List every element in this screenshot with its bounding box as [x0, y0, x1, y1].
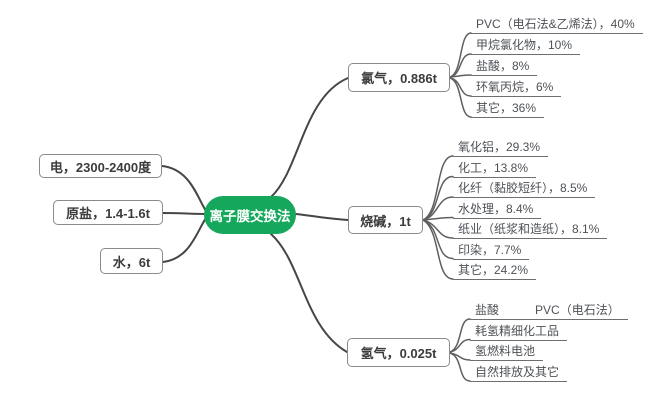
node-chlorine-label: 氯气，0.886t: [361, 71, 437, 86]
leaf-label: 自然排放及其它: [475, 365, 560, 379]
node-hydrogen-label: 氢气，0.025t: [360, 346, 437, 361]
leaf-label: 其它，24.2%: [458, 263, 529, 277]
leaf-hydrochloric-acid-pct[interactable]: 盐酸，8%: [471, 58, 538, 76]
node-caustic-soda-label: 烧碱，1t: [360, 213, 411, 229]
leaf-chemical-industry[interactable]: 化工，13.8%: [453, 160, 537, 178]
leaf-label: 印染，7.7%: [458, 242, 522, 257]
leaf-water-treatment[interactable]: 水处理，8.4%: [453, 201, 542, 219]
node-root-label: 离子膜交换法: [209, 209, 291, 224]
leaf-chemical-fiber[interactable]: 化纤（黏胶短纤），8.5%: [453, 180, 596, 198]
leaf-label: 纸业（纸浆和造纸），8.1%: [458, 222, 600, 236]
leaf-hydrochloric-acid[interactable]: 盐酸 PVC（电石法）: [470, 302, 628, 320]
leaf-label: 耗氢精细化工品: [475, 323, 560, 338]
node-raw-salt[interactable]: 原盐，1.4-1.6t: [53, 200, 163, 225]
leaf-label: 氧化铝，29.3%: [458, 140, 541, 154]
node-electricity[interactable]: 电，2300-2400度: [39, 154, 162, 178]
leaf-natural-emission-others[interactable]: 自然排放及其它: [470, 364, 568, 382]
node-caustic-soda[interactable]: 烧碱，1t: [348, 206, 423, 234]
node-water[interactable]: 水，6t: [100, 248, 163, 274]
leaf-label: PVC（电石法&乙烯法），40%: [476, 17, 635, 31]
leaf-label: 水处理，8.4%: [458, 201, 534, 216]
leaf-methane-chlorides[interactable]: 甲烷氯化物，10%: [471, 37, 581, 55]
leaf-printing-dyeing[interactable]: 印染，7.7%: [453, 242, 530, 260]
node-electricity-label: 电，2300-2400度: [49, 159, 152, 175]
leaf-chlorine-others[interactable]: 其它，36%: [471, 100, 545, 118]
leaf-propylene-oxide[interactable]: 环氧丙烷，6%: [471, 79, 562, 97]
leaf-label: 其它，36%: [476, 101, 537, 115]
leaf-label: 氢燃料电池: [475, 344, 536, 358]
leaf-label: 化纤（黏胶短纤），8.5%: [458, 181, 588, 195]
leaf-fine-chemicals[interactable]: 耗氢精细化工品: [470, 323, 568, 341]
node-root[interactable]: 离子膜交换法: [204, 196, 296, 234]
leaf-label: 甲烷氯化物，10%: [476, 38, 573, 52]
leaf-paper-industry[interactable]: 纸业（纸浆和造纸），8.1%: [453, 221, 608, 239]
node-hydrogen[interactable]: 氢气，0.025t: [347, 338, 450, 367]
leaf-alumina[interactable]: 氧化铝，29.3%: [453, 139, 549, 157]
leaf-pvc-carbide-ethylene[interactable]: PVC（电石法&乙烯法），40%: [471, 16, 643, 34]
leaf-label: 盐酸: [475, 303, 500, 317]
leaf-pvc-carbide-label: PVC（电石法）: [535, 303, 620, 317]
node-raw-salt-label: 原盐，1.4-1.6t: [66, 206, 150, 221]
leaf-label: 化工，13.8%: [458, 160, 529, 175]
node-water-label: 水，6t: [112, 254, 151, 270]
leaf-caustic-others[interactable]: 其它，24.2%: [453, 262, 537, 280]
leaf-label: 环氧丙烷，6%: [476, 80, 554, 94]
leaf-label: 盐酸，8%: [476, 59, 530, 73]
node-chlorine[interactable]: 氯气，0.886t: [348, 63, 450, 92]
leaf-hydrogen-fuel-cell[interactable]: 氢燃料电池: [470, 343, 544, 361]
